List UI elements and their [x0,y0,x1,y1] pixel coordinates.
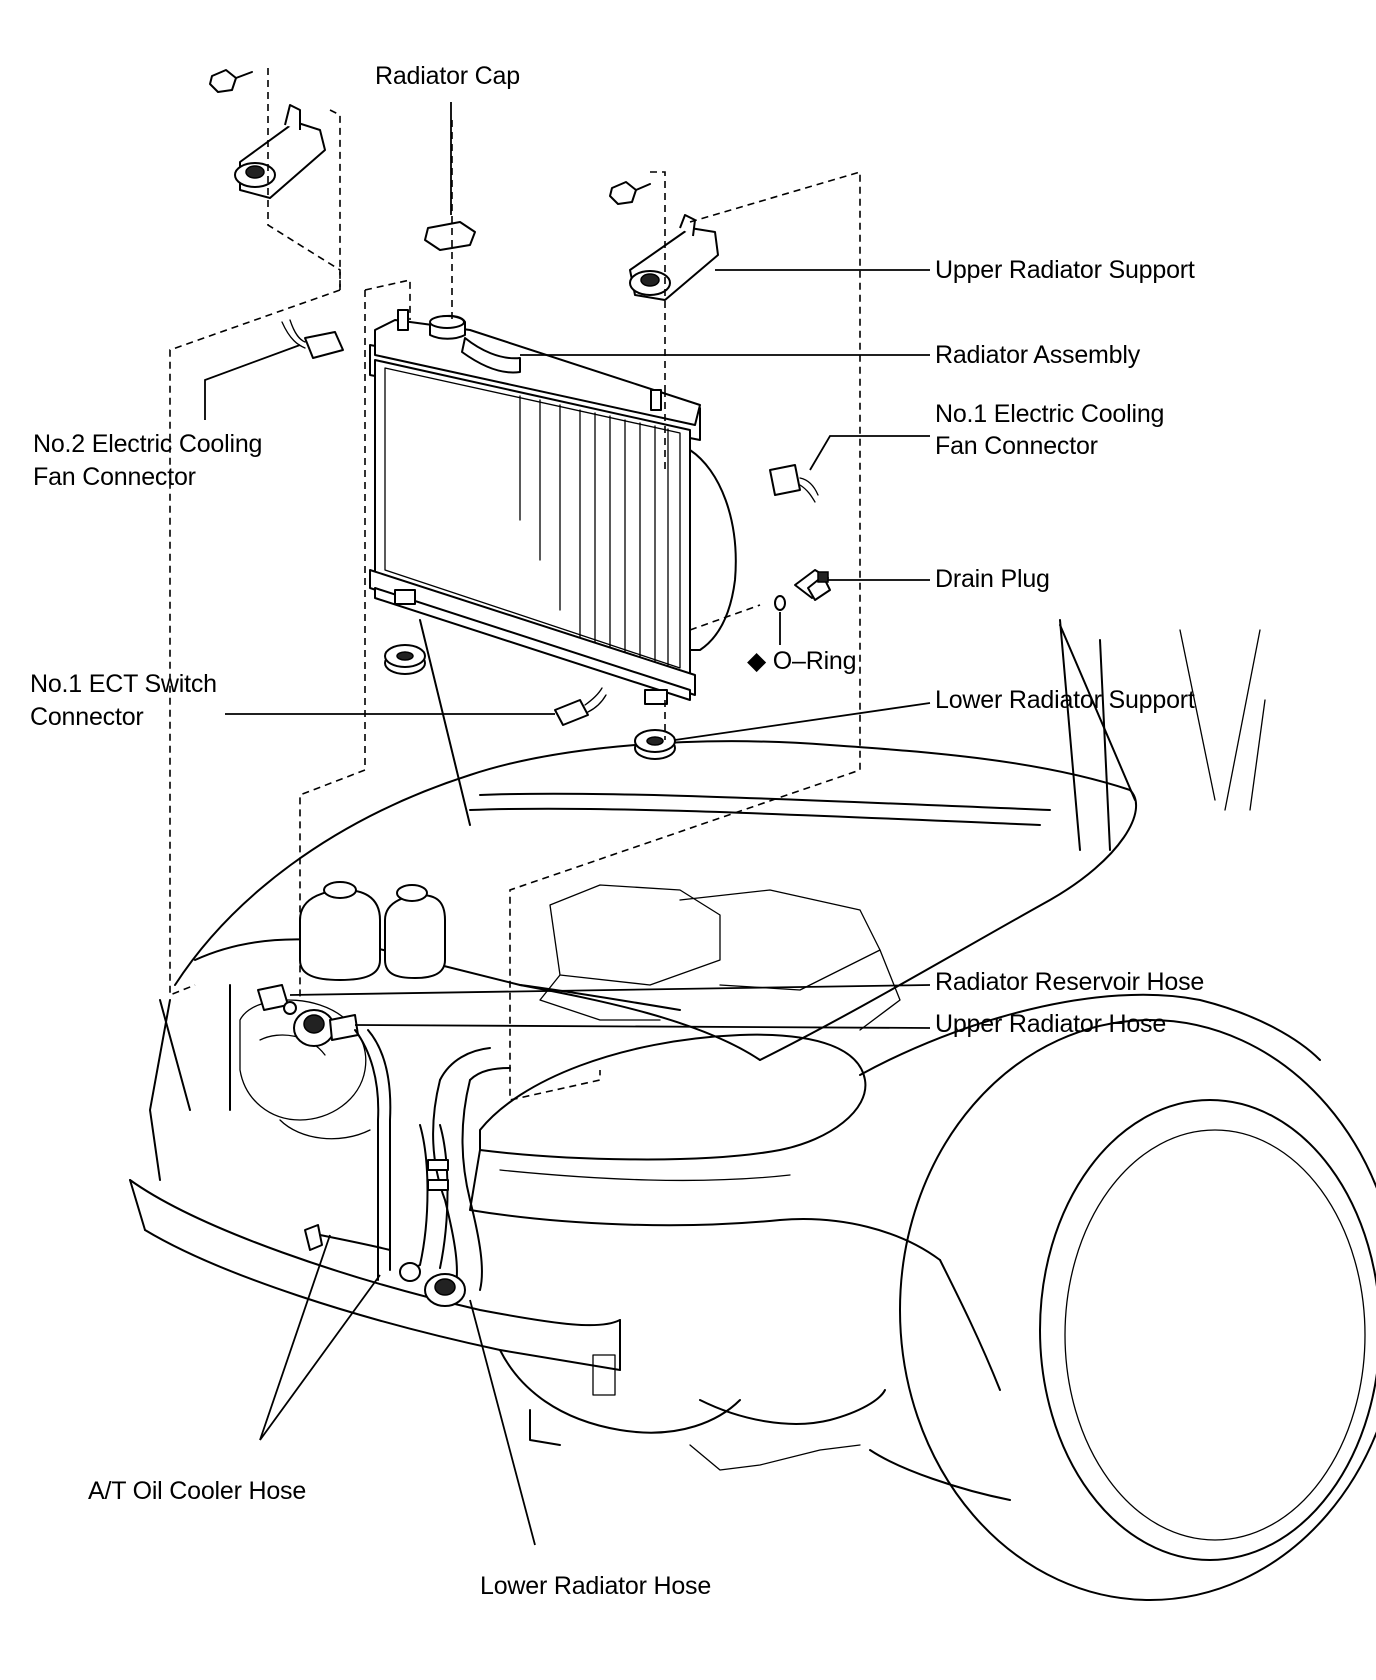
front-tire [899,1019,1376,1601]
label-lower-radiator-hose: Lower Radiator Hose [480,1572,712,1600]
label-upper-radiator-hose: Upper Radiator Hose [935,1010,1167,1038]
radiator-cap-part [424,221,476,251]
label-no1-fan-connector-1: No.1 Electric Cooling [935,400,1165,428]
lower-radiator-hose-part [399,1047,511,1307]
radiator-assembly-drawing [369,309,737,705]
bolt-right [609,181,651,205]
assembly-guide-lines [169,68,861,1101]
o-ring-part [774,595,786,611]
label-upper-radiator-support: Upper Radiator Support [935,256,1195,284]
label-at-oil-cooler-hose: A/T Oil Cooler Hose [88,1477,307,1505]
at-oil-cooler-hoses [304,1029,449,1281]
reservoir-hose-part [257,984,297,1015]
upper-radiator-hose-part [293,1009,359,1047]
ect-switch-connector-part [554,687,607,726]
label-no2-fan-connector-1: No.2 Electric Cooling [33,430,263,458]
upper-radiator-support-right [629,214,719,301]
drain-plug-part [794,569,831,601]
no2-fan-connector-part [281,319,344,359]
label-no1-fan-connector-2: Fan Connector [935,432,1098,460]
lower-support-right [634,729,676,760]
label-no1-ect-switch-2: Connector [30,703,144,731]
label-o-ring: ◆ O–Ring [747,647,857,675]
label-radiator-reservoir-hose: Radiator Reservoir Hose [935,968,1205,996]
label-no2-fan-connector-2: Fan Connector [33,463,196,491]
upper-radiator-support-left [234,104,326,199]
lower-support-left [384,644,426,675]
bolt-left [209,69,253,93]
vehicle-front-body [129,619,1376,1601]
label-no1-ect-switch-1: No.1 ECT Switch [30,670,217,698]
label-radiator-cap: Radiator Cap [375,62,520,90]
label-lower-radiator-support: Lower Radiator Support [935,686,1195,714]
label-radiator-assembly: Radiator Assembly [935,341,1141,369]
label-drain-plug: Drain Plug [935,565,1050,593]
no1-fan-connector-part [769,464,819,503]
leader-lines [204,102,931,1546]
